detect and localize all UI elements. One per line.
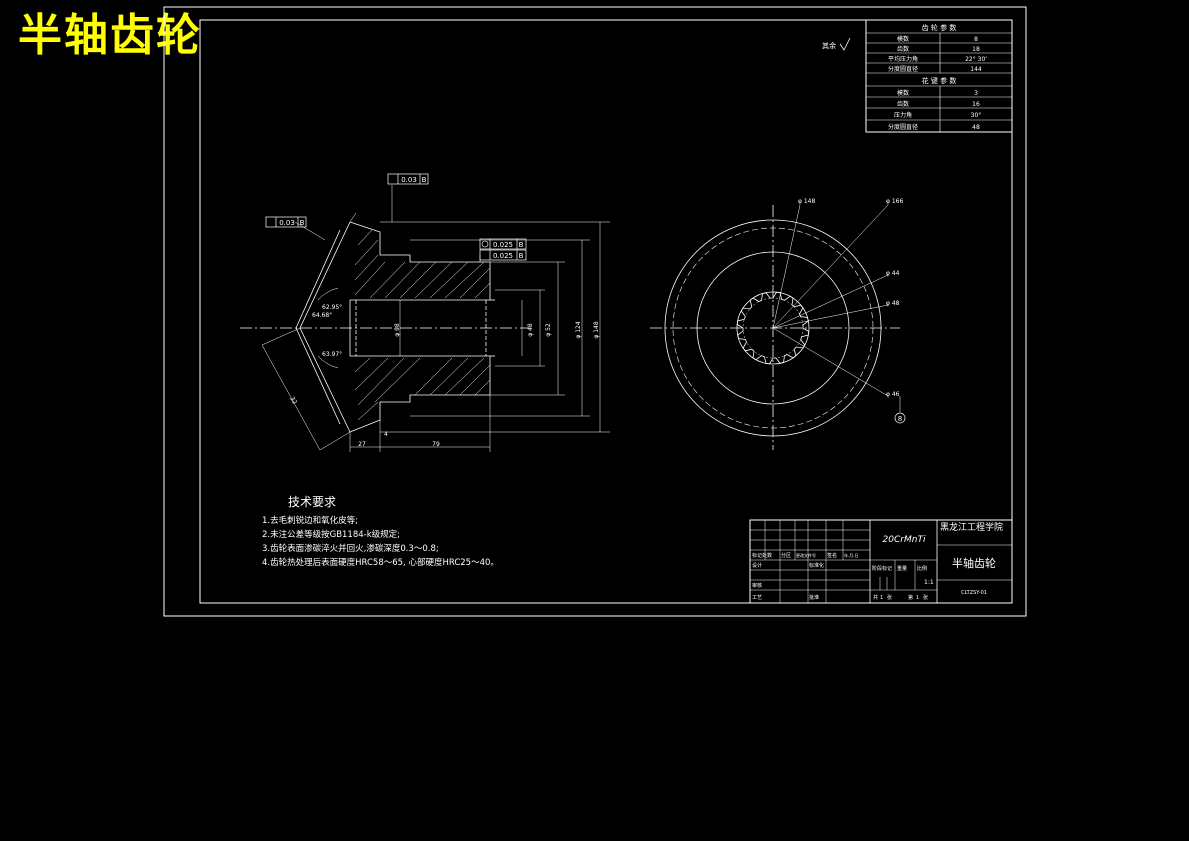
svg-text:设计: 设计 (752, 562, 762, 569)
svg-text:62.95°: 62.95° (322, 304, 342, 311)
end-view (650, 204, 901, 450)
svg-text:更改文件号: 更改文件号 (796, 552, 816, 558)
svg-text:重量: 重量 (897, 565, 907, 572)
svg-text:批准: 批准 (809, 594, 819, 601)
svg-text:4.齿轮热处理后表面硬度HRC58～65, 心部硬度HRC2: 4.齿轮热处理后表面硬度HRC58～65, 心部硬度HRC25～40。 (262, 557, 499, 568)
svg-text:27: 27 (358, 441, 366, 448)
svg-text:φ 98: φ 98 (394, 323, 401, 337)
svg-text:30°: 30° (971, 112, 982, 119)
section-dimension-labels: 62.95° 64.68° 63.97° 27 79 φ 98 φ 48 φ 5… (288, 304, 600, 448)
svg-text:分度圆直径: 分度圆直径 (888, 65, 918, 73)
drawing-number: CLTZSY-01 (961, 590, 987, 596)
section-view (240, 185, 610, 452)
svg-text:φ 48: φ 48 (527, 323, 534, 337)
svg-text:阶段标记: 阶段标记 (872, 565, 892, 572)
end-view-labels: φ 148 φ 166 φ 44 φ 48 φ 46 8 (798, 198, 906, 424)
part-name: 半轴齿轮 (952, 556, 996, 570)
svg-text:平均压力角: 平均压力角 (888, 55, 918, 63)
svg-text:8: 8 (974, 36, 978, 43)
svg-text:齿数: 齿数 (897, 45, 909, 53)
spline-profile (736, 291, 810, 365)
overlay-title: 半轴齿轮 (18, 10, 202, 61)
balloon-label: 8 (898, 415, 902, 423)
svg-text:0.03: 0.03 (279, 219, 295, 227)
svg-text:φ 148: φ 148 (593, 321, 600, 339)
svg-text:4: 4 (384, 431, 388, 438)
svg-text:φ 148: φ 148 (798, 198, 816, 205)
svg-text:1.去毛刺锐边和氧化皮等;: 1.去毛刺锐边和氧化皮等; (262, 515, 358, 526)
svg-text:压力角: 压力角 (894, 111, 912, 119)
svg-text:18: 18 (972, 46, 980, 53)
svg-text:张: 张 (923, 594, 928, 601)
svg-text:3: 3 (974, 90, 978, 97)
gear-table-header: 齿 轮 参 数 (922, 23, 957, 32)
svg-text:共: 共 (873, 594, 878, 601)
svg-text:φ 124: φ 124 (575, 321, 582, 339)
svg-text:0.025: 0.025 (493, 241, 513, 249)
svg-text:第: 第 (908, 594, 913, 601)
svg-text:16: 16 (972, 101, 980, 108)
svg-text:分度圆直径: 分度圆直径 (888, 123, 918, 131)
svg-text:B: B (300, 219, 305, 227)
spline-table-header: 花 键 参 数 (922, 76, 957, 85)
svg-text:63.97°: 63.97° (322, 351, 342, 358)
svg-text:齿数: 齿数 (897, 100, 909, 108)
svg-text:比例: 比例 (917, 565, 927, 572)
outer-border (163, 6, 1027, 617)
tolerance-frame-mid1: 0.025 B (479, 238, 527, 250)
school-name: 黑龙江工程学院 (940, 521, 1003, 533)
svg-text:B: B (519, 252, 524, 260)
svg-text:φ 48: φ 48 (886, 300, 900, 307)
svg-text:张: 张 (887, 594, 892, 601)
svg-text:144: 144 (970, 66, 982, 73)
svg-text:B: B (519, 241, 524, 249)
technical-requirements: 技术要求 1.去毛刺锐边和氧化皮等; 2.未注公差等级按GB1184-k级规定;… (262, 495, 499, 568)
svg-text:φ 52: φ 52 (545, 323, 552, 337)
svg-text:0.03: 0.03 (401, 176, 417, 184)
svg-text:标准化: 标准化 (809, 562, 824, 569)
svg-text:0.025: 0.025 (493, 252, 513, 260)
svg-text:φ 166: φ 166 (886, 198, 904, 205)
roughness-symbol (839, 37, 851, 51)
tolerance-frame-mid2: 0.025 B (479, 249, 527, 261)
roughness-note: 其余 (822, 41, 836, 50)
inner-border (199, 19, 1013, 604)
svg-text:32: 32 (288, 396, 298, 406)
svg-text:φ 46: φ 46 (886, 391, 900, 398)
svg-text:分区: 分区 (781, 552, 791, 559)
svg-text:标记处数: 标记处数 (752, 552, 772, 559)
svg-text:模数: 模数 (897, 89, 909, 97)
svg-text:年.月.日: 年.月.日 (844, 552, 859, 558)
title-block: 20CrMnTi 黑龙江工程学院 半轴齿轮 CLTZSY-01 标记处数 分区 … (749, 519, 1013, 604)
tech-heading: 技术要求 (288, 495, 336, 509)
svg-text:79: 79 (432, 441, 440, 448)
svg-text:1: 1 (880, 595, 883, 601)
gear-parameter-table: 齿 轮 参 数 模数 8 齿数 18 平均压力角 22° 30' 分度圆直径 1… (865, 19, 1013, 133)
tolerance-frame-left: 0.03 B (265, 216, 307, 228)
svg-text:模数: 模数 (897, 35, 909, 43)
svg-text:22° 30': 22° 30' (965, 56, 987, 63)
svg-text:工艺: 工艺 (752, 595, 762, 601)
svg-text:64.68°: 64.68° (312, 312, 332, 319)
svg-text:φ 44: φ 44 (886, 270, 900, 277)
material-label: 20CrMnTi (883, 535, 926, 545)
svg-text:签名: 签名 (827, 552, 837, 559)
scale-value: 1:1 (924, 579, 934, 586)
svg-text:48: 48 (972, 124, 980, 131)
svg-text:3.齿轮表面渗碳淬火并回火,渗碳深度0.3～0.8;: 3.齿轮表面渗碳淬火并回火,渗碳深度0.3～0.8; (262, 543, 439, 554)
svg-text:2.未注公差等级按GB1184-k级规定;: 2.未注公差等级按GB1184-k级规定; (262, 529, 400, 540)
tolerance-frame-top: 0.03 B (387, 173, 429, 185)
svg-text:B: B (422, 176, 427, 184)
svg-text:审核: 审核 (752, 582, 762, 589)
svg-text:1: 1 (916, 595, 919, 601)
